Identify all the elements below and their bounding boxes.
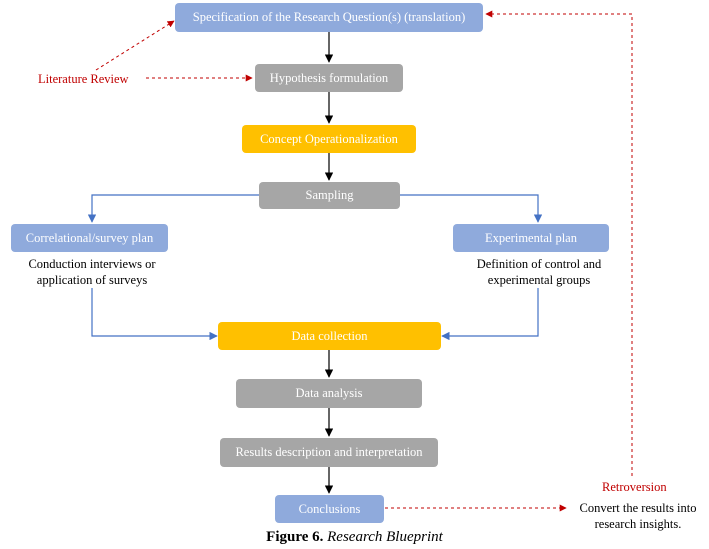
caption-title: Research Blueprint xyxy=(327,529,443,545)
specification-box: Specification of the Research Question(s… xyxy=(175,3,483,32)
experimental-note-line2: experimental groups xyxy=(487,273,591,287)
experimental-note: Definition of control and experimental g… xyxy=(468,256,610,288)
arrow-experimental-to-collection xyxy=(441,288,539,341)
conclusions-box: Conclusions xyxy=(275,495,384,523)
experimental-box: Experimental plan xyxy=(453,224,609,252)
figure-caption: Figure 6. Research Blueprint xyxy=(0,529,709,546)
correlational-note-line2: application of surveys xyxy=(36,273,148,287)
hypothesis-box: Hypothesis formulation xyxy=(255,64,403,92)
sampling-box: Sampling xyxy=(259,182,400,209)
correlational-note-line1: Conduction interviews or xyxy=(28,257,156,271)
caption-label: Figure 6. xyxy=(266,529,324,545)
data-analysis-box: Data analysis xyxy=(236,379,422,408)
retroversion-label: Retroversion xyxy=(602,480,667,494)
data-collection-box: Data collection xyxy=(218,322,441,350)
arrow-retroversion-to-specification xyxy=(485,10,633,476)
experimental-note-line1: Definition of control and xyxy=(476,257,602,271)
results-box: Results description and interpretation xyxy=(220,438,438,467)
arrow-correlational-to-collection xyxy=(91,288,218,341)
convert-note: Convert the results into research insigh… xyxy=(570,500,706,532)
arrow-literature-to-specification xyxy=(95,20,175,71)
arrow-sampling-to-correlational xyxy=(87,194,259,223)
convert-note-line1: Convert the results into xyxy=(579,501,697,515)
literature-review-label: Literature Review xyxy=(38,72,129,86)
convert-note-line2: research insights. xyxy=(594,517,682,531)
concept-box: Concept Operationalization xyxy=(242,125,416,153)
correlational-box: Correlational/survey plan xyxy=(11,224,168,252)
arrow-sampling-to-experimental xyxy=(400,194,543,223)
correlational-note: Conduction interviews or application of … xyxy=(22,256,162,288)
